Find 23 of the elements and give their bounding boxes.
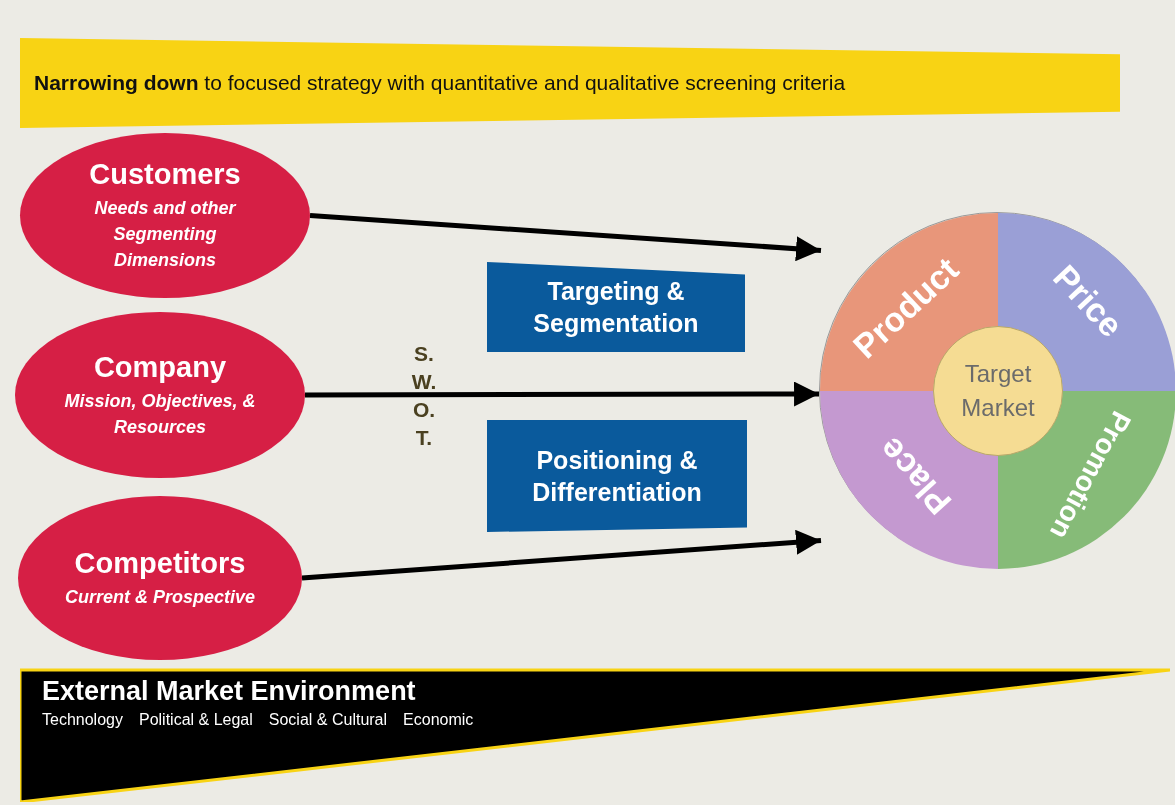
swot-letters: S. W. O. T. bbox=[410, 341, 438, 451]
marketing-mix-wheel bbox=[819, 212, 1175, 568]
ellipse-subtitle: Current & Prospective bbox=[64, 585, 256, 609]
box-text: Positioning & Differentiation bbox=[531, 445, 703, 508]
ellipse-title: Competitors bbox=[74, 546, 246, 580]
ellipse-title: Company bbox=[93, 350, 227, 384]
environment-factor: Technology bbox=[42, 711, 123, 729]
strategy-box bbox=[487, 262, 745, 352]
ellipse-subtitle: Mission, Objectives, & Resources bbox=[63, 389, 257, 439]
arrow bbox=[309, 213, 822, 262]
environment-factor: Economic bbox=[403, 711, 474, 729]
banner-text: Narrowing down to focused strategy with quantitative and qualitative screening criteria bbox=[34, 71, 846, 95]
arrow bbox=[301, 529, 822, 581]
ellipse-title: Customers bbox=[89, 158, 241, 191]
environment-factor: Political & Legal bbox=[138, 711, 253, 729]
band-title: External Market Environment bbox=[42, 676, 417, 707]
environment-factor: Social & Cultural bbox=[268, 711, 388, 729]
arrow bbox=[305, 381, 820, 407]
center-text: Target Market bbox=[960, 359, 1036, 423]
ellipse-subtitle: Needs and other Segmenting Dimensions bbox=[93, 197, 238, 272]
strategy-box bbox=[487, 420, 747, 532]
box-text: Targeting & Segmentation bbox=[532, 276, 700, 339]
environment-band bbox=[20, 668, 1170, 802]
